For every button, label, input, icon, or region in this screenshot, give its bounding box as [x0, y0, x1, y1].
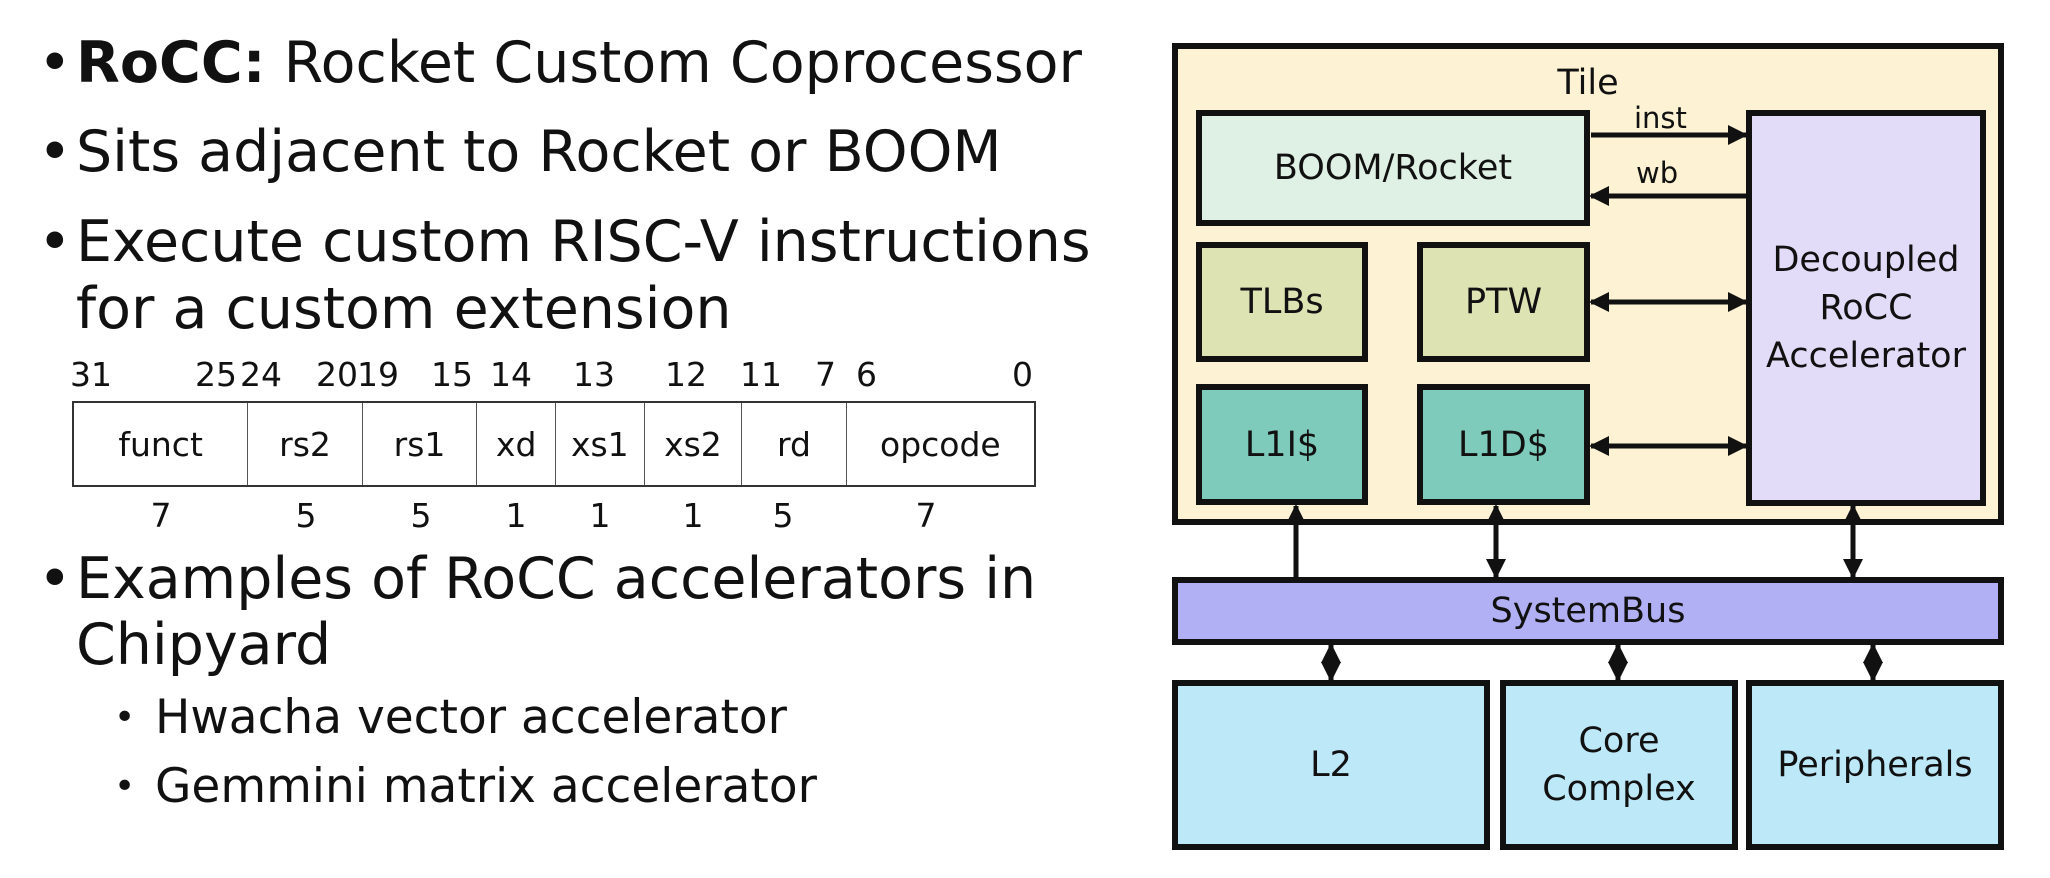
core-complex-label-line2: Complex	[1542, 769, 1696, 809]
accelerator-box: Decoupled RoCC Accelerator	[1746, 110, 1986, 506]
field-width: 5	[295, 496, 317, 535]
l2-label: L2	[1310, 745, 1352, 785]
systembus-box: SystemBus	[1172, 577, 2004, 645]
inst-label: inst	[1634, 101, 1687, 135]
field-rs2: rs2	[248, 403, 363, 485]
field-rd: rd	[742, 403, 847, 485]
sub-bullet-text: Gemmini matrix accelerator	[155, 759, 817, 814]
tile-label: Tile	[1557, 63, 1619, 103]
core-complex-label-line1: Core	[1578, 721, 1660, 761]
bullet-text-line2: Chipyard	[76, 612, 332, 678]
bit-label: 24	[240, 355, 282, 394]
field-xs2: xs2	[645, 403, 743, 485]
bit-label: 31	[70, 355, 112, 394]
bullet-dot: •	[38, 209, 72, 275]
bit-label: 15	[431, 355, 473, 394]
bit-label: 13	[573, 355, 615, 394]
bit-label: 7	[815, 355, 836, 394]
field-rs1: rs1	[363, 403, 478, 485]
bit-label: 12	[665, 355, 707, 394]
rocc-term: RoCC:	[76, 30, 266, 96]
ptw-box: PTW	[1417, 242, 1590, 362]
l2-box: L2	[1172, 680, 1490, 850]
bit-label: 11	[740, 355, 782, 394]
rocc-definition: Rocket Custom Coprocessor	[265, 30, 1082, 96]
bit-label: 19	[357, 355, 399, 394]
bullet-text-line2: for a custom extension	[76, 276, 732, 342]
l1i-label: L1I$	[1244, 424, 1320, 465]
bullet-text: Sits adjacent to Rocket or BOOM	[76, 119, 1002, 185]
sub-bullet-dot: •	[114, 766, 136, 807]
bit-label: 14	[490, 355, 532, 394]
bit-label: 20	[316, 355, 358, 394]
field-width: 5	[772, 496, 794, 535]
peripherals-label: Peripherals	[1777, 745, 1973, 785]
peripherals-box: Peripherals	[1746, 680, 2004, 850]
sub-bullet-dot: •	[114, 697, 136, 738]
bit-label: 6	[856, 355, 877, 394]
l1i-cache-box: L1I$	[1196, 384, 1368, 505]
field-width: 1	[589, 496, 611, 535]
sub-bullet-text: Hwacha vector accelerator	[155, 690, 787, 745]
field-funct: funct	[74, 403, 249, 485]
field-width: 5	[410, 496, 432, 535]
bullet-dot: •	[38, 30, 72, 96]
bullet-text-line1: Examples of RoCC accelerators in	[76, 546, 1037, 612]
accelerator-label-line1: Decoupled	[1772, 240, 1960, 280]
field-width: 7	[150, 496, 172, 535]
wb-label: wb	[1636, 156, 1679, 190]
field-opcode: opcode	[880, 424, 1001, 464]
core-label: BOOM/Rocket	[1273, 148, 1513, 188]
field-xs1: xs1	[556, 403, 645, 485]
l1d-cache-box: L1D$	[1417, 384, 1590, 505]
bit-label: 0	[1012, 355, 1033, 394]
bullet-dot: •	[38, 119, 72, 185]
tlbs-label: TLBs	[1240, 282, 1324, 322]
systembus-label: SystemBus	[1490, 591, 1686, 631]
field-width: 1	[505, 496, 527, 535]
accelerator-label-line2: RoCC	[1819, 288, 1913, 328]
core-complex-box: Core Complex	[1500, 680, 1738, 850]
field-xd: xd	[477, 403, 556, 485]
ptw-label: PTW	[1464, 282, 1543, 322]
bullet-text-line1: Execute custom RISC-V instructions	[76, 209, 1091, 275]
instruction-field-row: funct rs2 rs1 xd xs1 xs2 rd opcode	[72, 401, 1036, 487]
bit-label: 25	[195, 355, 237, 394]
l1d-label: L1D$	[1458, 424, 1549, 465]
field-width: 1	[682, 496, 704, 535]
accelerator-label-line3: Accelerator	[1766, 336, 1966, 376]
core-box: BOOM/Rocket	[1196, 110, 1590, 226]
field-width: 7	[915, 496, 937, 535]
bullet-dot: •	[38, 546, 72, 612]
tlbs-box: TLBs	[1196, 242, 1368, 362]
